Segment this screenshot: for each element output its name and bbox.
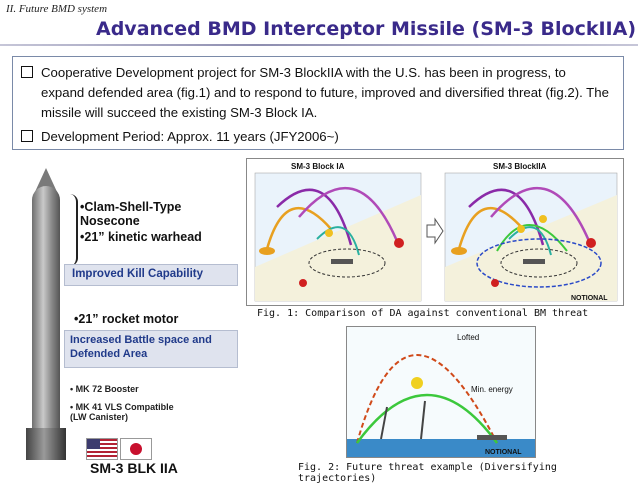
fig2-notional-label: NOTIONAL	[485, 449, 522, 456]
bullet-item: Cooperative Development project for SM-3…	[21, 63, 611, 123]
fig1-notional-label: NOTIONAL	[571, 295, 608, 302]
battle-space-box	[64, 330, 238, 368]
missile-icon	[32, 186, 60, 436]
vls-label: • MK 41 VLS Compatible (LW Canister)	[70, 402, 174, 422]
arrow-right-icon	[426, 217, 444, 245]
fig2-min-energy-label: Min. energy	[471, 385, 513, 394]
figure-1-graphic	[254, 172, 618, 302]
bullet-item: Development Period: Approx. 11 years (JF…	[21, 127, 339, 147]
fig1-left-label: SM-3 Block IA	[291, 162, 345, 171]
fig1-right-label: SM-3 BlockIIA	[493, 162, 547, 171]
missile-booster-icon	[26, 428, 66, 460]
fig2-lofted-label: Lofted	[457, 333, 480, 342]
ship-icon	[477, 435, 507, 440]
us-flag-icon	[86, 438, 118, 460]
fig2-caption: Fig. 2: Future threat example (Diversify…	[298, 462, 557, 484]
checkbox-bullet-icon	[21, 66, 33, 78]
figure-1: SM-3 Block IA SM-3 BlockIIA NOTIONAL	[246, 158, 624, 306]
checkbox-bullet-icon	[21, 130, 33, 142]
page-title: Advanced BMD Interceptor Missile (SM-3 B…	[96, 18, 637, 40]
nosecone-label: •Clam-Shell-Type Nosecone	[80, 200, 182, 228]
section-label: II. Future BMD system	[6, 3, 108, 15]
explosion-icon	[411, 377, 423, 389]
ship-icon	[523, 259, 545, 264]
kill-capability-box	[64, 264, 238, 286]
motor-label: •21” rocket motor	[74, 312, 179, 326]
battle-space-label: Increased Battle space and Defended Area	[70, 334, 212, 360]
figure-2-graphic	[347, 327, 535, 457]
kill-capability-label: Improved Kill Capability	[72, 268, 203, 280]
japan-flag-disc	[130, 443, 142, 455]
kkv-label: •21” kinetic warhead	[80, 230, 202, 244]
title-underline	[0, 44, 638, 46]
japan-flag-icon	[120, 438, 152, 460]
bullet-text: Cooperative Development project for SM-3…	[41, 65, 609, 120]
missile-name-label: SM-3 BLK IIA	[90, 460, 178, 476]
ship-icon	[331, 259, 353, 264]
fig1-caption: Fig. 1: Comparison of DA against convent…	[257, 308, 589, 319]
bullet-text: Development Period: Approx. 11 years (JF…	[41, 129, 339, 144]
figure-2: Lofted Min. energy NOTIONAL	[346, 326, 536, 458]
bullet-box: Cooperative Development project for SM-3…	[12, 56, 624, 150]
booster-label: • MK 72 Booster	[70, 384, 139, 394]
missile-panel: •Clam-Shell-Type Nosecone •21” kinetic w…	[18, 158, 238, 478]
bracket-icon	[68, 194, 78, 266]
